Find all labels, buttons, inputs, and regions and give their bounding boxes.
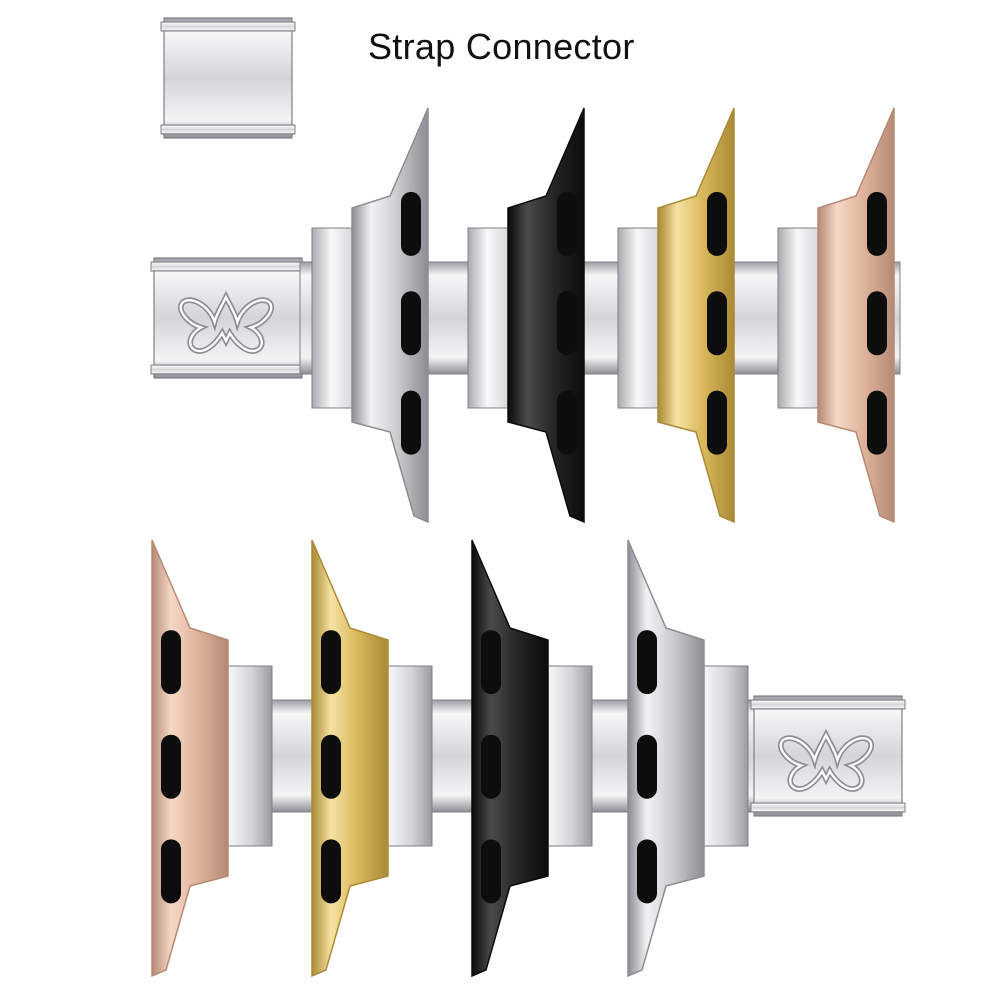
bottom-row — [151, 539, 906, 978]
release-pin — [401, 291, 421, 356]
release-pin — [867, 291, 887, 356]
release-pin — [637, 734, 657, 799]
sample-link-body — [160, 17, 296, 139]
release-pin — [481, 734, 501, 799]
release-pin — [557, 390, 577, 455]
adapter-silver — [627, 539, 705, 978]
butterfly-link — [150, 257, 306, 379]
release-pin — [321, 630, 341, 695]
release-pin — [637, 839, 657, 904]
release-pin — [161, 630, 181, 695]
release-pin — [557, 191, 577, 256]
butterfly-icon — [778, 728, 874, 792]
release-pin — [481, 839, 501, 904]
adapter-black — [507, 107, 585, 524]
release-pin — [321, 734, 341, 799]
release-pin — [707, 291, 727, 356]
release-pin — [707, 191, 727, 256]
release-pin — [637, 630, 657, 695]
single-link-icon — [160, 17, 296, 139]
release-pin — [867, 191, 887, 256]
release-pin — [401, 191, 421, 256]
adapter-silver — [351, 107, 429, 524]
release-pin — [557, 291, 577, 356]
release-pin — [321, 839, 341, 904]
strap-connector-title: Strap Connector — [368, 26, 635, 67]
adapter-rose — [151, 539, 229, 978]
adapter-gold — [311, 539, 389, 978]
release-pin — [867, 390, 887, 455]
butterfly-link — [750, 695, 906, 817]
top-row — [150, 107, 901, 524]
release-pin — [707, 390, 727, 455]
release-pin — [161, 839, 181, 904]
adapter-black — [471, 539, 549, 978]
adapter-rose — [817, 107, 895, 524]
adapter-gold — [657, 107, 735, 524]
release-pin — [401, 390, 421, 455]
butterfly-icon — [178, 290, 274, 354]
release-pin — [481, 630, 501, 695]
release-pin — [161, 734, 181, 799]
